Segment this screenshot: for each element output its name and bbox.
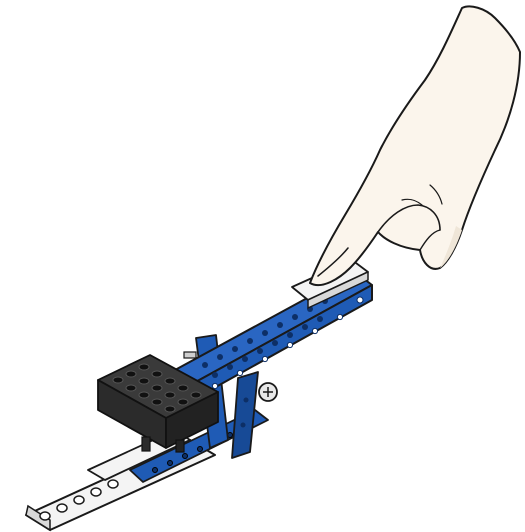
hand: [310, 6, 520, 285]
lever-arm-side: [192, 285, 372, 398]
hand-outline: [310, 6, 520, 285]
blue-support-diagonal: [232, 372, 258, 458]
